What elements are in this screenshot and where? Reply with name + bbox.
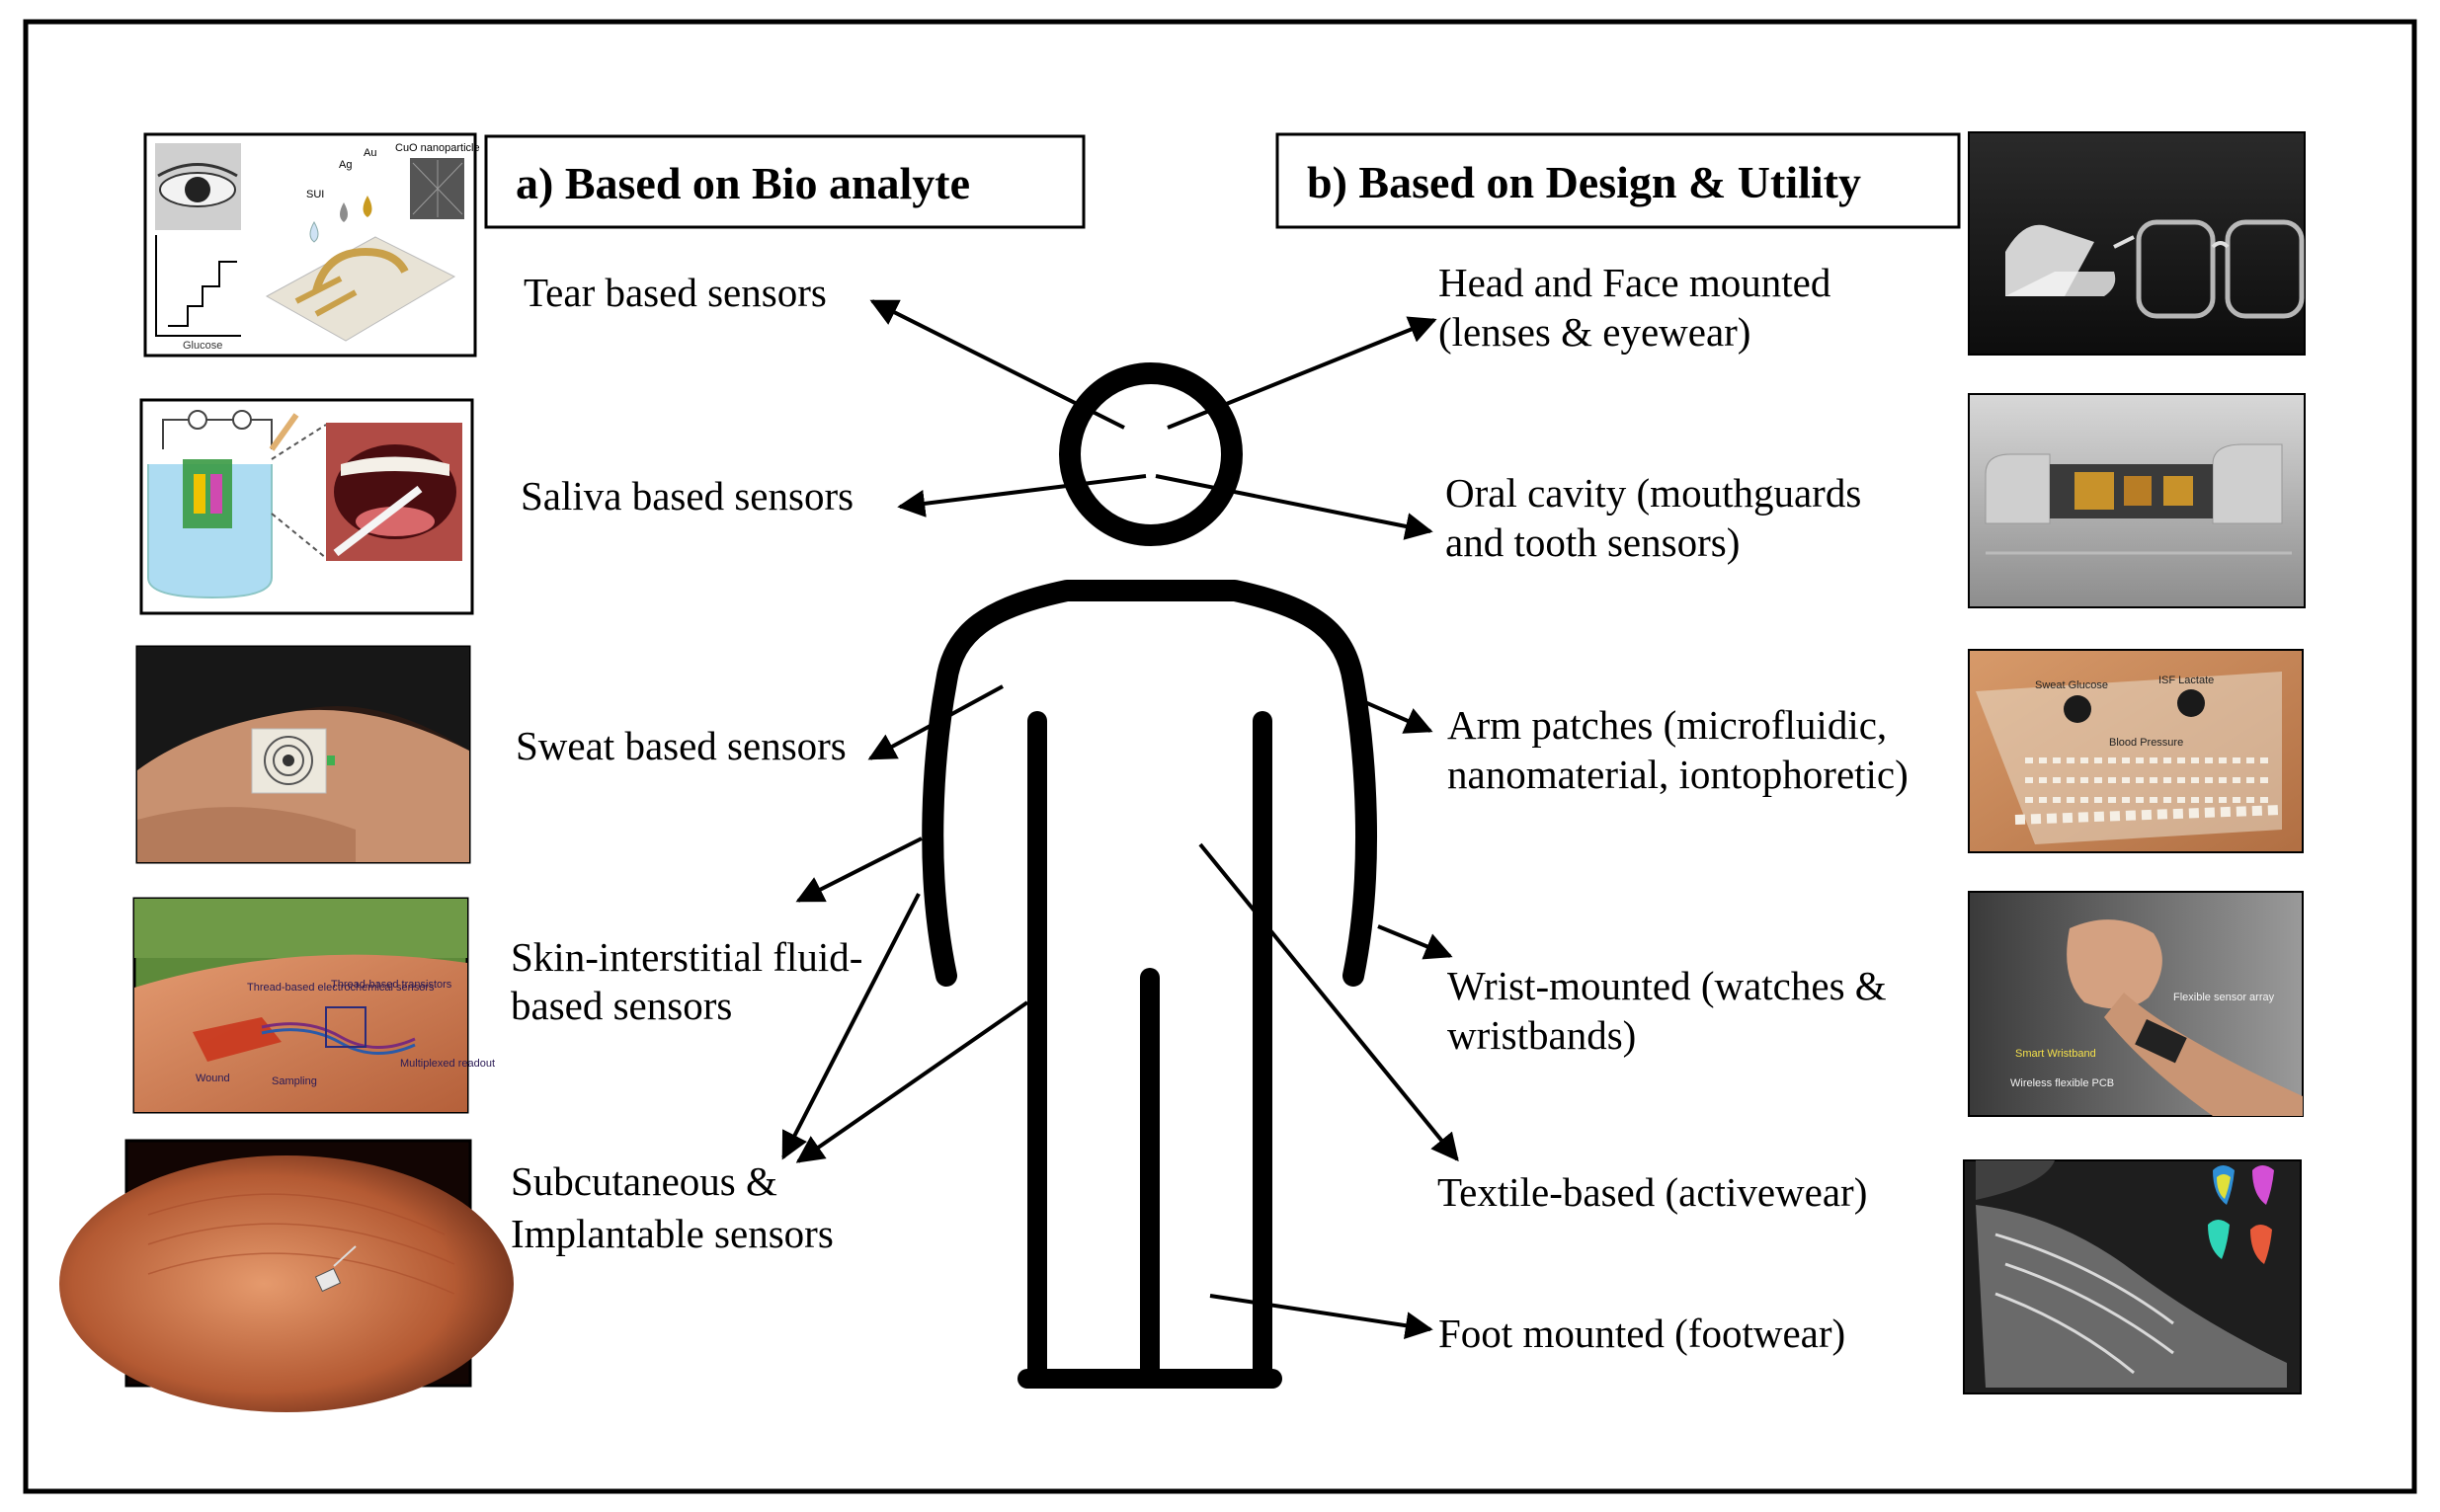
svg-text:ISF Lactate: ISF Lactate (2158, 675, 2214, 686)
svg-text:Smart Wristband: Smart Wristband (2015, 1048, 2096, 1060)
mouth-sensor-photo (139, 398, 474, 615)
arrow-head-face (1167, 316, 1437, 430)
svg-text:Au: Au (364, 147, 376, 159)
svg-text:Wireless flexible PCB: Wireless flexible PCB (2010, 1077, 2114, 1089)
svg-text:Ag: Ag (339, 159, 352, 171)
label-isf: Skin-interstitial fluid-based sensors (511, 934, 862, 1028)
arrow-isf (795, 836, 923, 903)
svg-text:Wound: Wound (196, 1073, 230, 1084)
arm-patch-photo: Sweat Glucose ISF Lactate Blood Pressure (1968, 649, 2304, 853)
svg-text:Sweat Glucose: Sweat Glucose (2035, 679, 2108, 691)
forehead-patch-photo (135, 645, 471, 864)
right-labels: Head and Face mounted(lenses & eyewear) … (1437, 260, 1909, 1356)
label-foot: Foot mounted (footwear) (1438, 1311, 1845, 1356)
figure-torso-arms (922, 580, 1378, 987)
arrow-wrist (1377, 924, 1453, 960)
svg-text:Glucose: Glucose (183, 340, 222, 352)
fingertip-implant-photo (59, 1139, 514, 1412)
header-left: a) Based on Bio analyte (484, 134, 1086, 229)
arrow-oral (1155, 474, 1433, 540)
eyeglasses-photo (1968, 131, 2306, 356)
arrow-textile (1198, 842, 1459, 1162)
arrow-tear (869, 299, 1125, 430)
label-tear: Tear based sensors (524, 270, 827, 315)
arrow-sweat (867, 684, 1004, 760)
eye-sensor-photo: Glucose SUI Ag Au CuO nanoparticle (143, 132, 480, 358)
left-labels: Tear based sensors Saliva based sensors … (511, 270, 862, 1256)
svg-text:Blood Pressure: Blood Pressure (2109, 737, 2183, 749)
svg-text:Multiplexed readout: Multiplexed readout (400, 1058, 495, 1070)
arrows (781, 299, 1459, 1340)
svg-text:Thread-based transistors: Thread-based transistors (331, 979, 452, 991)
svg-text:CuO nanoparticle: CuO nanoparticle (395, 142, 480, 154)
arrow-saliva (897, 474, 1147, 517)
label-arm: Arm patches (microfluidic,nanomaterial, … (1447, 702, 1909, 797)
mouthguard-photo (1968, 393, 2306, 608)
human-figure (922, 362, 1378, 1389)
arrow-foot (1209, 1294, 1433, 1340)
svg-text:SUI: SUI (306, 189, 324, 200)
label-sweat: Sweat based sensors (516, 723, 847, 768)
wrist-band-photo: Flexible sensor array Smart Wristband Wi… (1968, 891, 2304, 1117)
svg-text:Sampling: Sampling (272, 1075, 317, 1087)
smart-shoe-photo (1963, 1159, 2302, 1394)
label-textile: Textile-based (activewear) (1437, 1169, 1867, 1215)
label-head-face: Head and Face mounted(lenses & eyewear) (1438, 260, 1830, 355)
svg-text:Flexible sensor array: Flexible sensor array (2173, 992, 2275, 1003)
header-right-text: b) Based on Design & Utility (1307, 157, 1861, 207)
header-left-text: a) Based on Bio analyte (516, 158, 970, 208)
arrow-subcutaneous-2 (795, 1000, 1029, 1163)
label-wrist: Wrist-mounted (watches &wristbands) (1447, 963, 1887, 1058)
arm-thread-sensor-photo: Thread-based electrochemical sensors Thr… (132, 897, 495, 1114)
figure-head (1059, 362, 1243, 546)
label-subcutaneous: Subcutaneous &Implantable sensors (511, 1158, 834, 1256)
arrow-arm (1350, 694, 1433, 734)
header-right: b) Based on Design & Utility (1275, 132, 1961, 229)
label-saliva: Saliva based sensors (521, 473, 854, 518)
arrow-subcutaneous-1 (781, 893, 921, 1160)
svg-text:Thread-based electrochemical s: Thread-based electrochemical sensors (247, 982, 435, 994)
